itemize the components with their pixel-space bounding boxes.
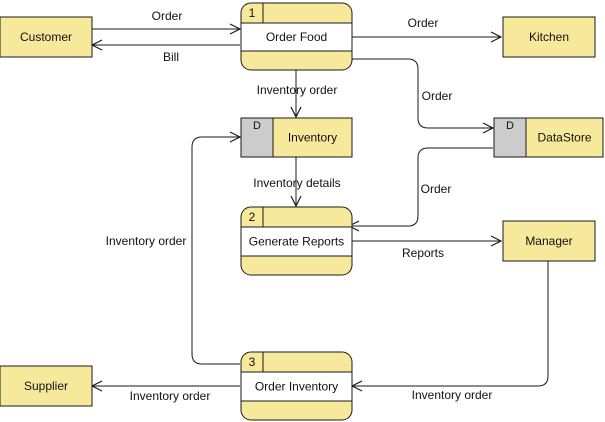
label-datastore-to-reports-order: Order xyxy=(421,182,452,196)
store-inventory[interactable]: D Inventory xyxy=(240,117,353,158)
process-generate-reports-band xyxy=(240,226,353,257)
process-generate-reports[interactable]: 2 Generate Reports xyxy=(240,206,353,276)
entity-manager-box xyxy=(502,220,596,262)
flow-order-food-to-datastore xyxy=(352,58,493,128)
flow-order-inventory-to-inventory-loop xyxy=(191,137,240,365)
connectors xyxy=(92,29,549,386)
process-order-inventory-label: Order Inventory xyxy=(255,380,338,394)
entity-kitchen-label: Kitchen xyxy=(529,30,569,44)
label-inventory-order-supplier: Inventory order xyxy=(130,389,211,403)
store-inventory-box xyxy=(272,117,353,158)
entity-manager-label: Manager xyxy=(525,234,572,248)
process-order-food[interactable]: 1 Order Food xyxy=(240,2,353,71)
label-inventory-order-loop: Inventory order xyxy=(106,234,187,248)
process-order-food-label: Order Food xyxy=(266,30,327,44)
store-datastore[interactable]: D DataStore xyxy=(493,117,604,158)
store-inventory-tag: D xyxy=(253,120,261,132)
label-inventory-order-manager: Inventory order xyxy=(412,388,493,402)
store-inventory-label: Inventory xyxy=(288,131,337,145)
flow-manager-to-order-inventory xyxy=(352,261,549,386)
entity-manager[interactable]: Manager xyxy=(502,220,596,262)
label-datastore-order: Order xyxy=(422,89,453,103)
process-generate-reports-label: Generate Reports xyxy=(249,235,344,249)
entity-customer-label: Customer xyxy=(20,30,72,44)
process-order-inventory[interactable]: 3 Order Inventory xyxy=(240,351,353,421)
label-customer-order: Order xyxy=(152,9,183,23)
label-reports: Reports xyxy=(402,246,444,260)
store-datastore-label: DataStore xyxy=(537,131,591,145)
process-order-food-number: 1 xyxy=(249,6,256,20)
label-kitchen-order: Order xyxy=(408,16,439,30)
process-order-inventory-number: 3 xyxy=(249,355,256,369)
entity-supplier[interactable]: Supplier xyxy=(0,365,93,407)
entity-supplier-box xyxy=(0,365,93,407)
label-bill: Bill xyxy=(163,50,179,64)
label-inventory-order-down: Inventory order xyxy=(257,83,338,97)
process-order-food-band xyxy=(240,22,353,52)
entity-kitchen-box xyxy=(502,16,596,58)
store-datastore-tag: D xyxy=(506,120,514,132)
entity-customer[interactable]: Customer xyxy=(0,16,93,58)
label-inventory-details: Inventory details xyxy=(253,176,340,190)
entity-kitchen[interactable]: Kitchen xyxy=(502,16,596,58)
flow-labels: Order Bill Order Order Inventory order I… xyxy=(106,9,493,403)
entity-supplier-label: Supplier xyxy=(24,379,68,393)
flow-datastore-to-generate-reports xyxy=(349,147,493,226)
store-datastore-box xyxy=(525,117,604,158)
process-generate-reports-number: 2 xyxy=(249,210,256,224)
process-order-inventory-band xyxy=(240,371,353,402)
entity-customer-box xyxy=(0,16,93,58)
